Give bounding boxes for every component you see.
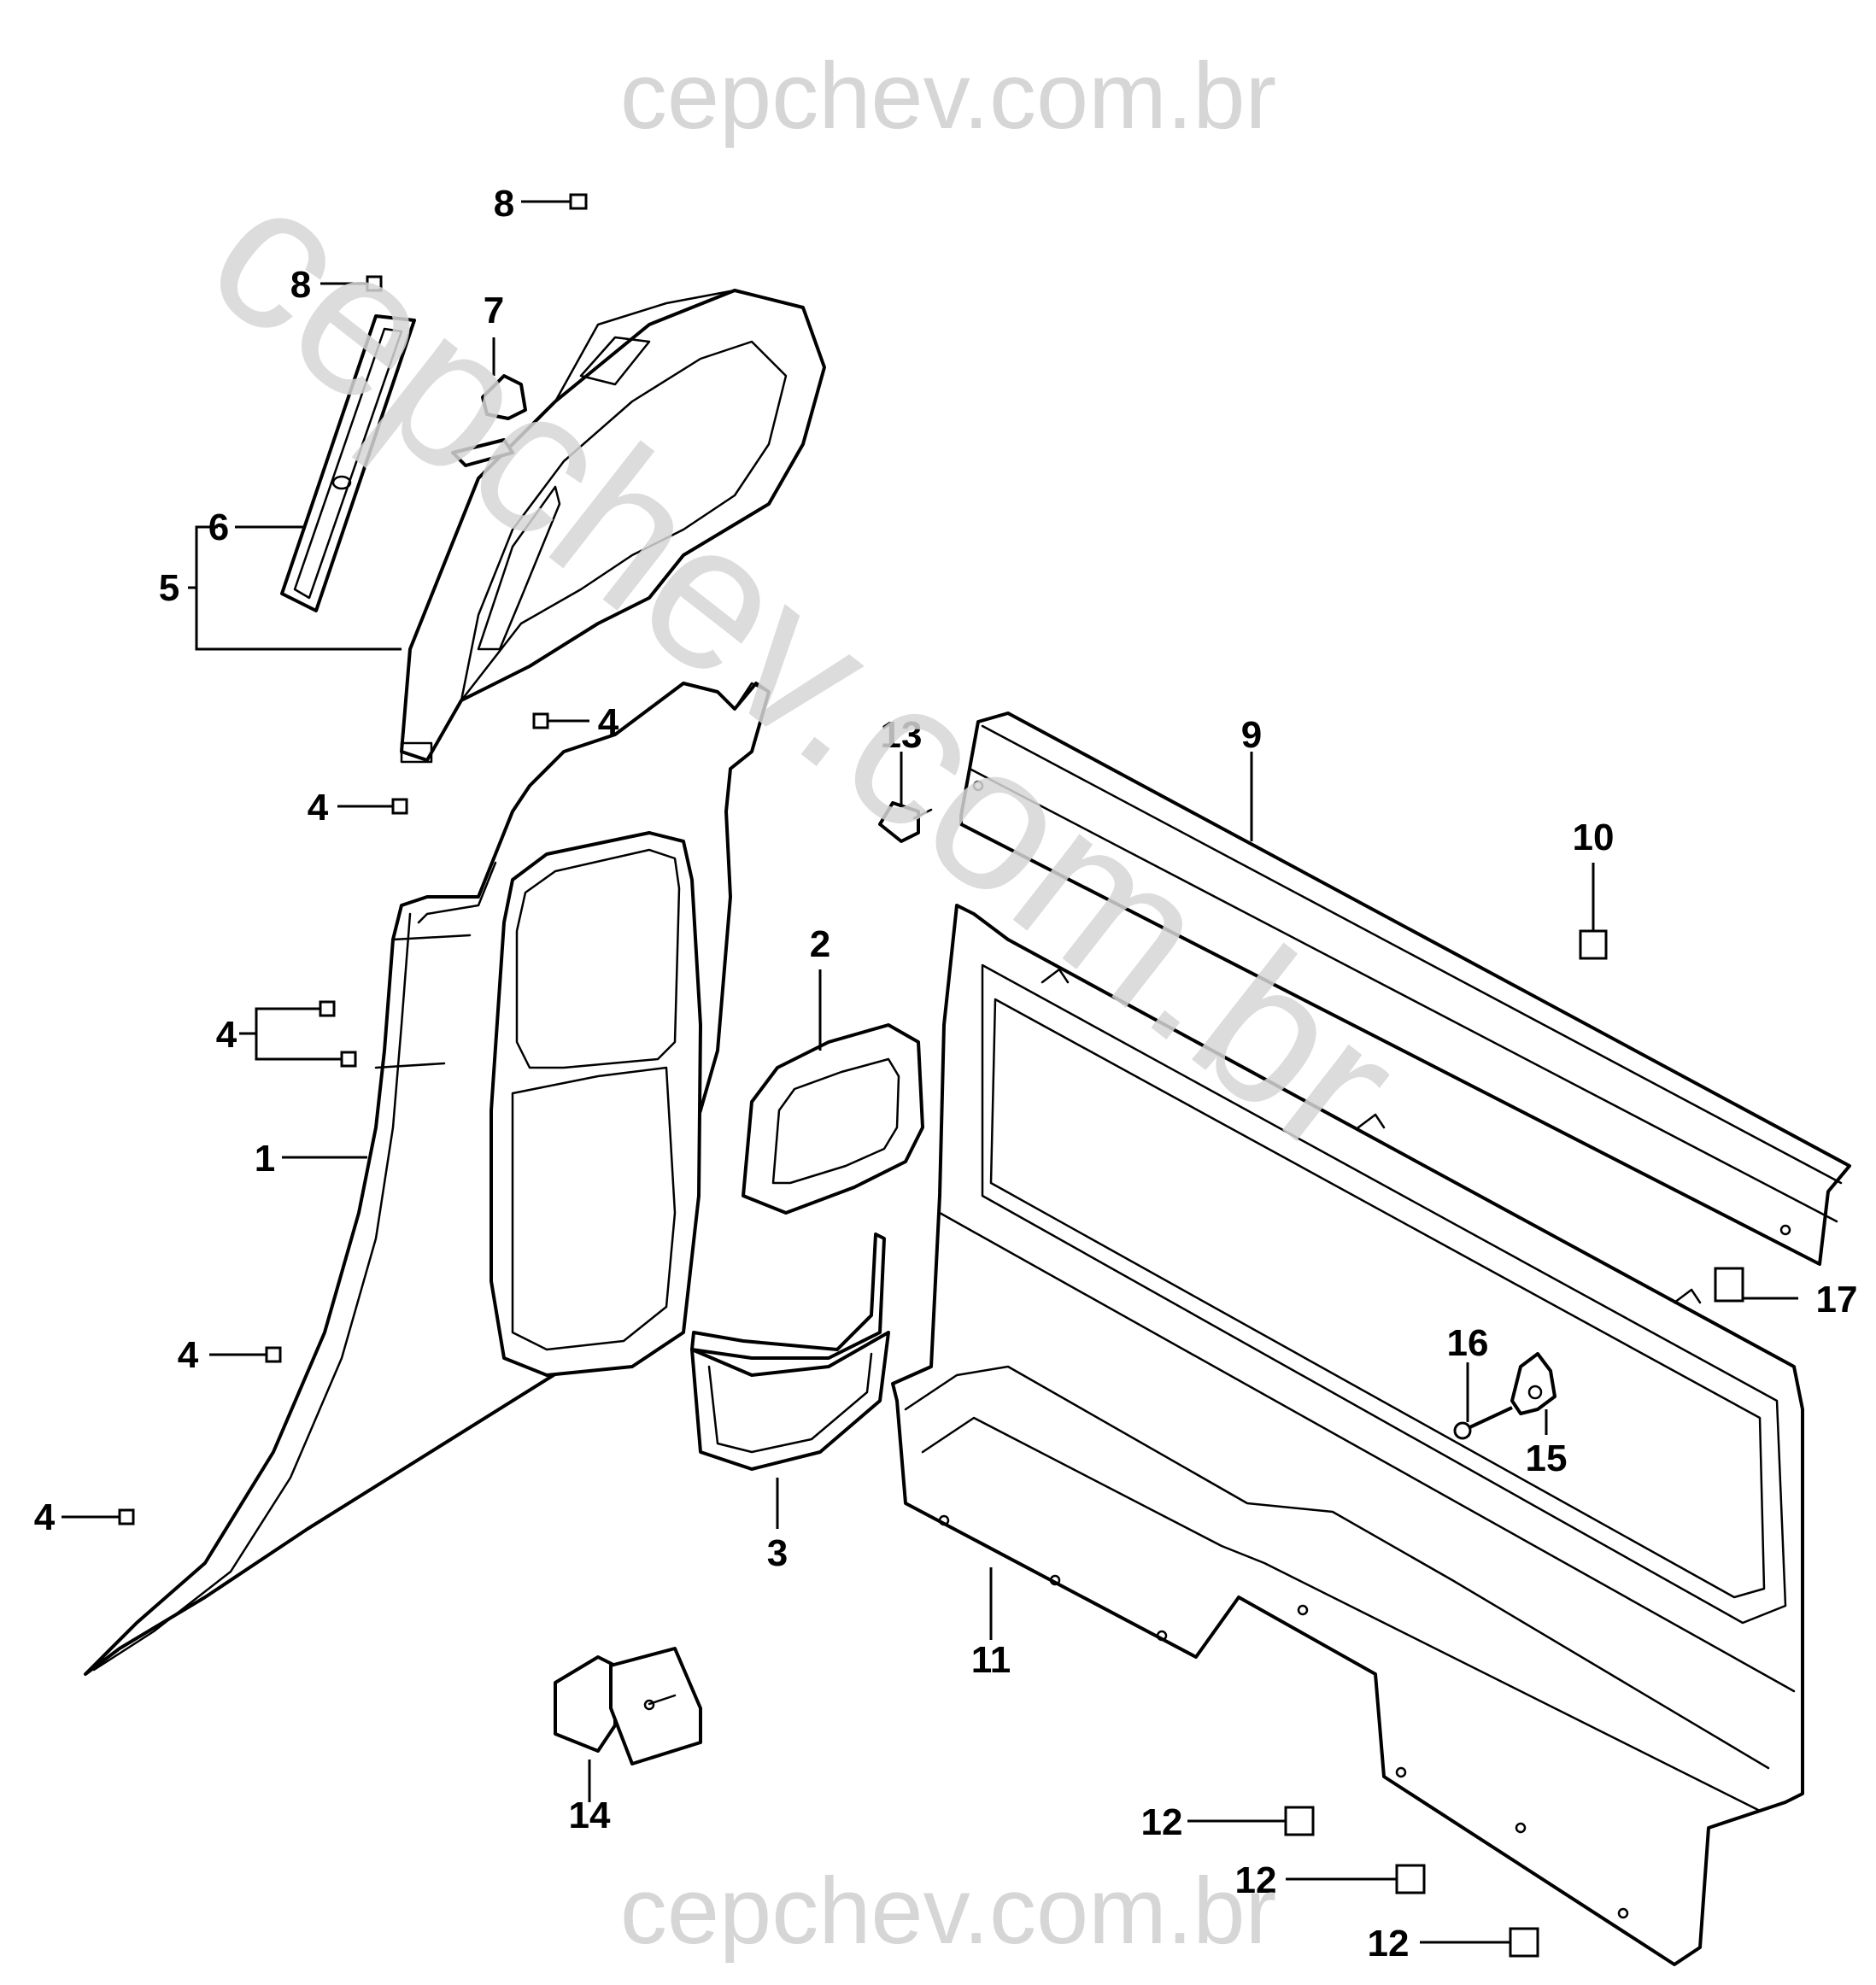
part-1-main-quarter-trim bbox=[84, 682, 771, 1676]
callout-labels: 8 8 7 6 5 4 4 4 1 4 4 2 3 13 9 10 11 17 … bbox=[34, 183, 1858, 1965]
clip-12c-icon bbox=[1509, 1927, 1539, 1958]
callout-13: 13 bbox=[881, 714, 923, 756]
clip-8a-icon bbox=[569, 193, 588, 210]
callout-4c: 4 bbox=[216, 1014, 237, 1056]
callout-1: 1 bbox=[255, 1138, 275, 1180]
callout-8b: 8 bbox=[290, 264, 311, 306]
part-2-window-bezel bbox=[742, 1023, 924, 1215]
callout-17: 17 bbox=[1816, 1279, 1858, 1320]
clip-4d-icon bbox=[340, 1051, 357, 1068]
part-14-switch bbox=[554, 1647, 702, 1765]
leader-lines bbox=[62, 200, 1798, 1944]
watermark-diagonal: cepchev.com.br bbox=[170, 136, 1439, 1197]
clip-10-icon bbox=[1579, 929, 1608, 960]
part-15-hook bbox=[1510, 1352, 1556, 1415]
callout-4b: 4 bbox=[308, 787, 329, 829]
clip-12a-icon bbox=[1284, 1806, 1315, 1836]
callout-16: 16 bbox=[1447, 1322, 1489, 1364]
part-6-pillar-molding bbox=[280, 314, 416, 612]
callout-15: 15 bbox=[1526, 1438, 1568, 1479]
callout-6: 6 bbox=[208, 506, 229, 548]
part-16-screw bbox=[1453, 1406, 1513, 1440]
clip-4f-icon bbox=[118, 1508, 135, 1525]
callout-7: 7 bbox=[484, 290, 504, 331]
clip-4c-icon bbox=[319, 1000, 336, 1017]
clip-4e-icon bbox=[265, 1346, 282, 1363]
callout-14: 14 bbox=[569, 1795, 611, 1836]
part-7-bracket bbox=[451, 374, 527, 467]
callout-9: 9 bbox=[1241, 714, 1262, 756]
callout-4a: 4 bbox=[598, 701, 619, 743]
callout-11: 11 bbox=[971, 1639, 1011, 1681]
part-5-upper-quarter-trim bbox=[400, 289, 826, 764]
callout-5: 5 bbox=[159, 567, 179, 609]
part-3-lower-trim bbox=[690, 1233, 890, 1471]
watermark-bottom: cepchev.com.br bbox=[620, 1859, 1276, 1964]
callout-12c: 12 bbox=[1368, 1923, 1410, 1965]
callout-12b: 12 bbox=[1235, 1859, 1277, 1901]
clip-12b-icon bbox=[1395, 1864, 1426, 1894]
callout-2: 2 bbox=[810, 923, 830, 965]
callout-12a: 12 bbox=[1141, 1801, 1183, 1843]
part-9-rear-molding bbox=[959, 711, 1851, 1266]
callout-3: 3 bbox=[767, 1532, 788, 1574]
callout-8a: 8 bbox=[494, 183, 514, 225]
clip-4a-icon bbox=[532, 712, 549, 729]
callout-4d: 4 bbox=[178, 1334, 199, 1376]
part-11-rear-panel bbox=[891, 904, 1804, 1966]
callout-4e: 4 bbox=[34, 1496, 56, 1538]
clip-4b-icon bbox=[391, 798, 408, 815]
part-13-bolt bbox=[878, 801, 933, 843]
watermark-top: cepchev.com.br bbox=[620, 44, 1276, 149]
callout-10: 10 bbox=[1573, 817, 1615, 858]
clip-17-icon bbox=[1714, 1267, 1744, 1303]
